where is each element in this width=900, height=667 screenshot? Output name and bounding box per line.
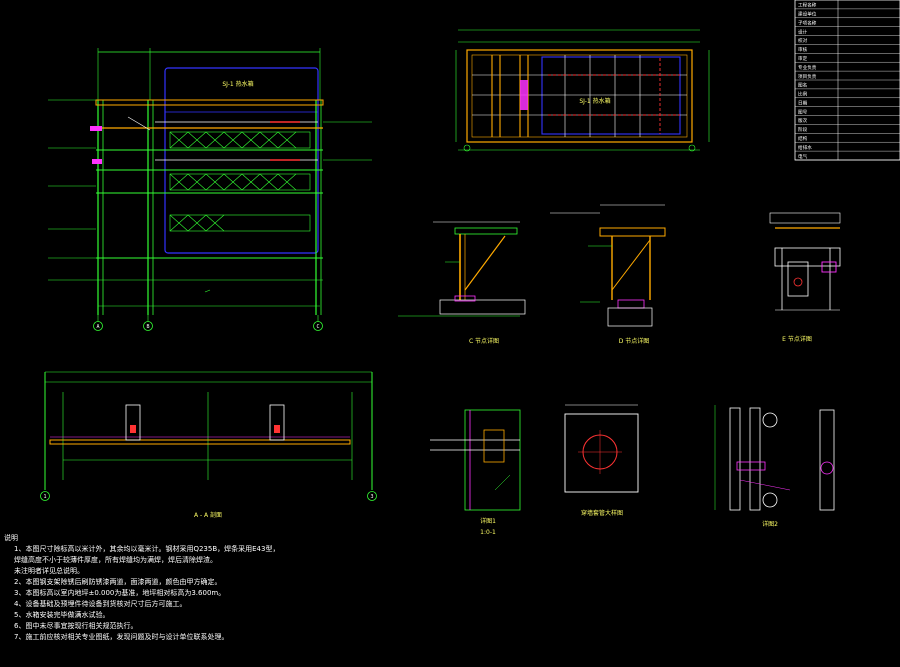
title-block-cell: 给排水 (798, 144, 812, 151)
plate-detail-title: 穿墙套管大样图 (581, 509, 623, 517)
title-block-cell: 审核 (798, 46, 808, 53)
note-line-6: 4、设备基础及预埋件待设备到货核对尺寸后方可施工。 (14, 599, 186, 608)
axis-bubble-b: B (146, 324, 149, 330)
detail-c: C 节点详图 (398, 221, 526, 345)
note-line-8: 6、图中未尽事宜按现行相关规范执行。 (14, 621, 137, 630)
section-aa-title: A - A 剖面 (194, 511, 222, 519)
axis-bubble-1: 1 (43, 494, 46, 500)
title-block-cell: 阶段 (798, 126, 808, 133)
section-aa: 1 3 A - A 剖面 (40, 371, 377, 519)
note-line-2: 焊缝高度不小于较薄件厚度，所有焊缝均为满焊，焊后清除焊渣。 (14, 555, 217, 564)
note-line-3: 未注明者详见总说明。 (14, 566, 84, 575)
title-block-cell: 子项名称 (798, 19, 817, 26)
title-block-cell: 专业负责 (798, 64, 817, 71)
title-block-cell: 建设单位 (798, 11, 817, 18)
elevation-tank-label: SJ-1 热水箱 (222, 80, 253, 88)
axis-bubble-c: C (316, 324, 319, 330)
note-line-1: 1、本图尺寸除标高以米计外，其余均以毫米计。钢材采用Q235B，焊条采用E43型… (14, 544, 279, 553)
title-block-cell: 审定 (798, 55, 808, 62)
title-block-cell: 日期 (798, 100, 808, 106)
axis-bubble-a: A (96, 324, 99, 330)
detail-2-title: 详图2 (762, 520, 778, 528)
notes-block: 说明 1、本图尺寸除标高以米计外，其余均以毫米计。钢材采用Q235B，焊条采用E… (4, 533, 279, 641)
note-line-5: 3、本图标高以室内地坪±0.000为基准，地坪相对标高为3.600m。 (14, 588, 225, 597)
note-line-9: 7、施工前应核对相关专业图纸，发现问题及时与设计单位联系处理。 (14, 632, 228, 641)
detail-1: 详图1 1:0-1 (430, 409, 521, 536)
detail-e-title: E 节点详图 (782, 335, 812, 343)
title-block: 工程名称建设单位子项名称设计校对审核审定专业负责项目负责图名比例日期图号版次阶段… (794, 0, 900, 161)
note-line-7: 5、水箱安装完毕做满水试验。 (14, 610, 109, 619)
detail-2: 详图2 (714, 405, 835, 528)
plan-tank-label: SJ-1 热水箱 (579, 97, 610, 105)
note-line-4: 2、本图钢支架除锈后刷防锈漆两道，面漆两道，颜色由甲方确定。 (14, 577, 221, 586)
title-block-cell: 电气 (798, 153, 808, 160)
axis-bubble-3: 3 (370, 494, 373, 500)
title-block-cell: 项目负责 (798, 73, 817, 80)
detail-d: D 节点详图 (550, 204, 666, 345)
title-block-cell: 版次 (798, 117, 808, 124)
title-block-cell: 比例 (798, 91, 808, 98)
detail-1-title: 详图1 (480, 517, 496, 525)
title-block-cell: 工程名称 (798, 2, 817, 9)
detail-e: E 节点详图 (769, 212, 841, 343)
plan-view: SJ-1 热水箱 (455, 29, 710, 152)
detail-c-title: C 节点详图 (469, 337, 499, 345)
title-block-cell: 结构 (798, 135, 808, 142)
notes-heading: 说明 (4, 533, 18, 542)
title-block-cell: 图名 (798, 82, 807, 89)
title-block-cell: 设计 (798, 28, 808, 35)
elevation-view: A B C SJ-1 热水箱 (48, 48, 372, 331)
detail-1-scale: 1:0-1 (480, 529, 496, 536)
detail-d-title: D 节点详图 (619, 337, 650, 345)
title-block-cell: 图号 (798, 109, 808, 115)
title-block-cell: 校对 (798, 37, 808, 44)
sleeve-plate-detail: 穿墙套管大样图 (564, 404, 639, 517)
